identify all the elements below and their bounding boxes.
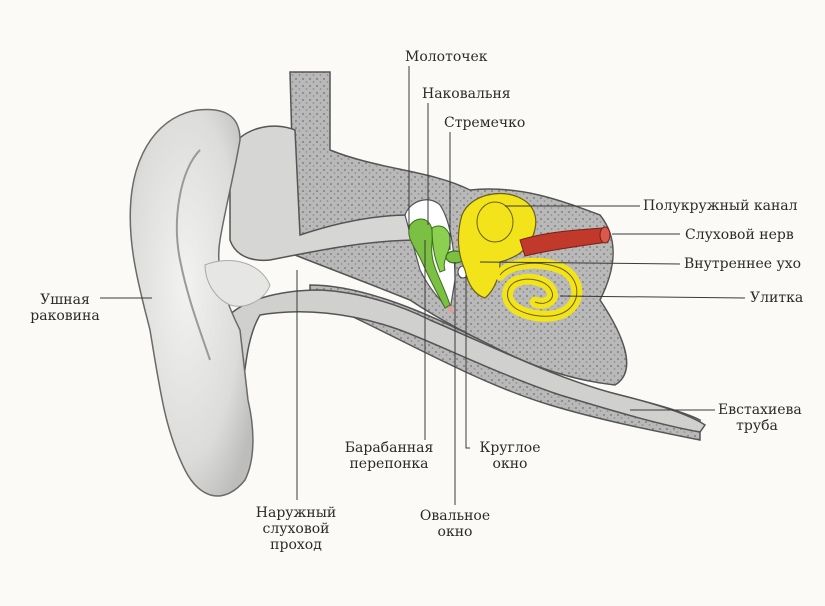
- label-ear-canal-line2: слуховой: [262, 521, 330, 537]
- label-eardrum-line1: Барабанная: [344, 440, 434, 456]
- label-stapes: Стремечко: [444, 115, 526, 131]
- label-auricle: Ушная раковина: [28, 292, 102, 324]
- label-incus: Наковальня: [422, 86, 511, 102]
- label-eustachian-line1: Евстахиева: [718, 402, 802, 418]
- auricle-concha: [204, 260, 271, 307]
- label-auricle-line2: раковина: [30, 308, 100, 324]
- label-auricle-line1: Ушная: [40, 292, 90, 308]
- label-round-window-line2: окно: [492, 456, 528, 472]
- label-eustachian-tube: Евстахиева труба: [718, 402, 802, 434]
- cochlea-outline: [499, 262, 578, 317]
- label-semicircular-canal: Полукружный канал: [643, 198, 798, 214]
- label-eustachian-line2: труба: [736, 418, 778, 434]
- label-malleus: Молоточек: [405, 49, 488, 65]
- label-ear-canal-line1: Наружный: [255, 505, 337, 521]
- label-inner-ear: Внутреннее ухо: [684, 256, 802, 272]
- label-cochlea: Улитка: [750, 290, 804, 306]
- label-round-window-line1: Круглое: [479, 440, 541, 456]
- label-eardrum-line2: перепонка: [349, 456, 429, 472]
- label-ear-canal-line3: проход: [270, 537, 322, 553]
- label-oval-window-line2: окно: [437, 524, 473, 540]
- label-ear-canal: Наружный слуховой проход: [250, 505, 342, 553]
- label-round-window: Круглое окно: [470, 440, 550, 472]
- auricle-inner-fold: [175, 149, 211, 361]
- label-auditory-nerve: Слуховой нерв: [685, 227, 794, 243]
- leader-round-window: [465, 275, 470, 449]
- leader-inner-ear: [479, 261, 681, 265]
- malleus-shape: [408, 218, 451, 309]
- label-eardrum: Барабанная перепонка: [344, 440, 434, 472]
- incus-shape: [431, 225, 451, 273]
- leader-lines: [100, 66, 746, 505]
- semicircular-canal-outline: [476, 201, 514, 243]
- label-oval-window: Овальное окно: [410, 508, 500, 540]
- label-oval-window-line1: Овальное: [419, 508, 491, 524]
- lower-skin-band: [224, 289, 707, 433]
- auditory-nerve-end: [599, 226, 611, 244]
- leader-cochlea: [559, 295, 746, 299]
